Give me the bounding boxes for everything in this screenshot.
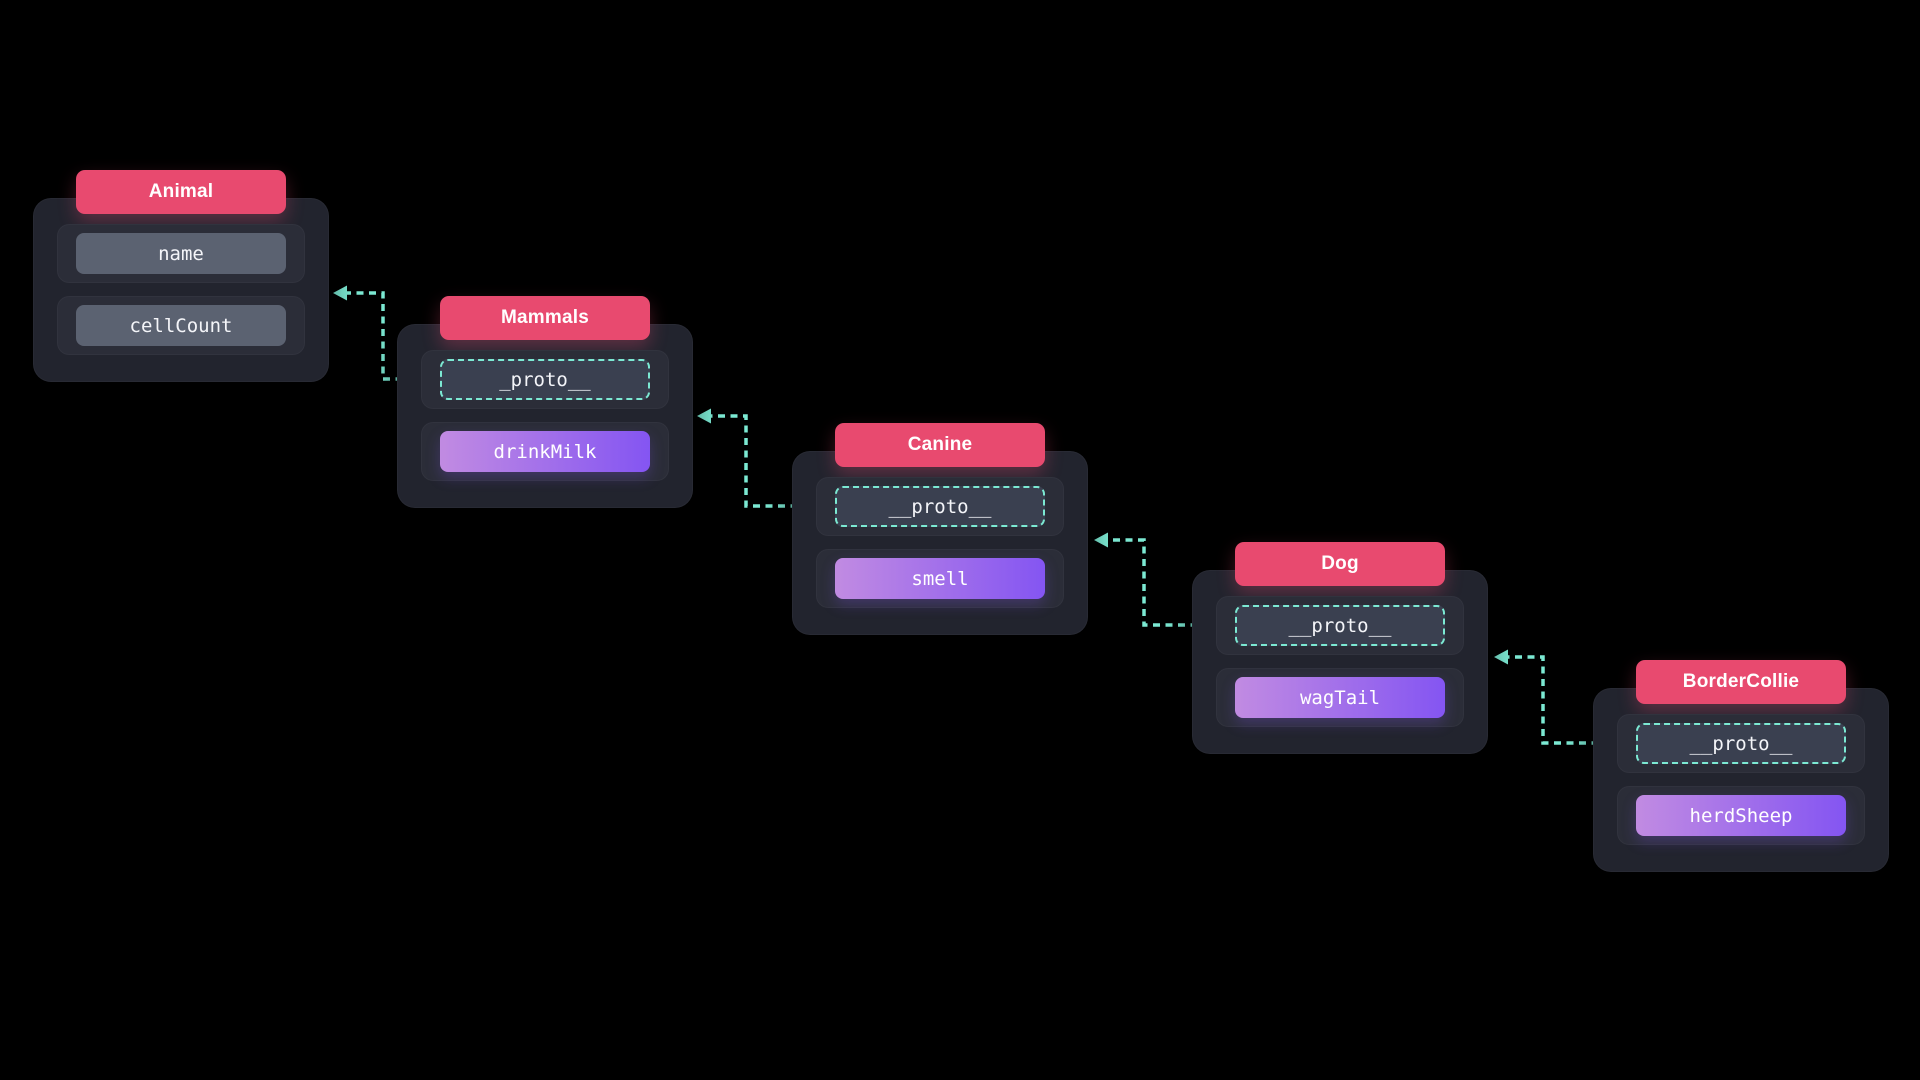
class-title: Mammals [440, 296, 650, 340]
class-title: BorderCollie [1636, 660, 1846, 704]
property-rows: __proto__ herdSheep [1617, 714, 1865, 845]
property-rows: __proto__ smell [816, 477, 1064, 608]
class-title: Dog [1235, 542, 1445, 586]
class-card-mammals: Mammals _proto__ drinkMilk [397, 296, 693, 508]
method-pill: herdSheep [1636, 795, 1846, 836]
arrowhead-icon [333, 285, 347, 301]
proto-pill: __proto__ [835, 486, 1045, 527]
property-row: __proto__ [816, 477, 1064, 536]
property-rows: _proto__ drinkMilk [421, 350, 669, 481]
class-title: Canine [835, 423, 1045, 467]
property-row: _proto__ [421, 350, 669, 409]
property-row: name [57, 224, 305, 283]
proto-pill: __proto__ [1235, 605, 1445, 646]
property-pill: cellCount [76, 305, 286, 346]
class-card-dog: Dog __proto__ wagTail [1192, 542, 1488, 754]
property-rows: __proto__ wagTail [1216, 596, 1464, 727]
arrowhead-icon [697, 408, 711, 424]
property-pill: name [76, 233, 286, 274]
arrowhead-icon [1494, 649, 1508, 665]
method-pill: drinkMilk [440, 431, 650, 472]
method-pill: smell [835, 558, 1045, 599]
property-row: smell [816, 549, 1064, 608]
property-rows: name cellCount [57, 224, 305, 355]
class-card-canine: Canine __proto__ smell [792, 423, 1088, 635]
proto-pill: _proto__ [440, 359, 650, 400]
class-card-animal: Animal name cellCount [33, 170, 329, 382]
arrowhead-icon [1094, 532, 1108, 548]
property-row: __proto__ [1617, 714, 1865, 773]
property-row: herdSheep [1617, 786, 1865, 845]
property-row: __proto__ [1216, 596, 1464, 655]
class-card-bordercollie: BorderCollie __proto__ herdSheep [1593, 660, 1889, 872]
proto-pill: __proto__ [1636, 723, 1846, 764]
property-row: drinkMilk [421, 422, 669, 481]
method-pill: wagTail [1235, 677, 1445, 718]
class-title: Animal [76, 170, 286, 214]
property-row: cellCount [57, 296, 305, 355]
property-row: wagTail [1216, 668, 1464, 727]
